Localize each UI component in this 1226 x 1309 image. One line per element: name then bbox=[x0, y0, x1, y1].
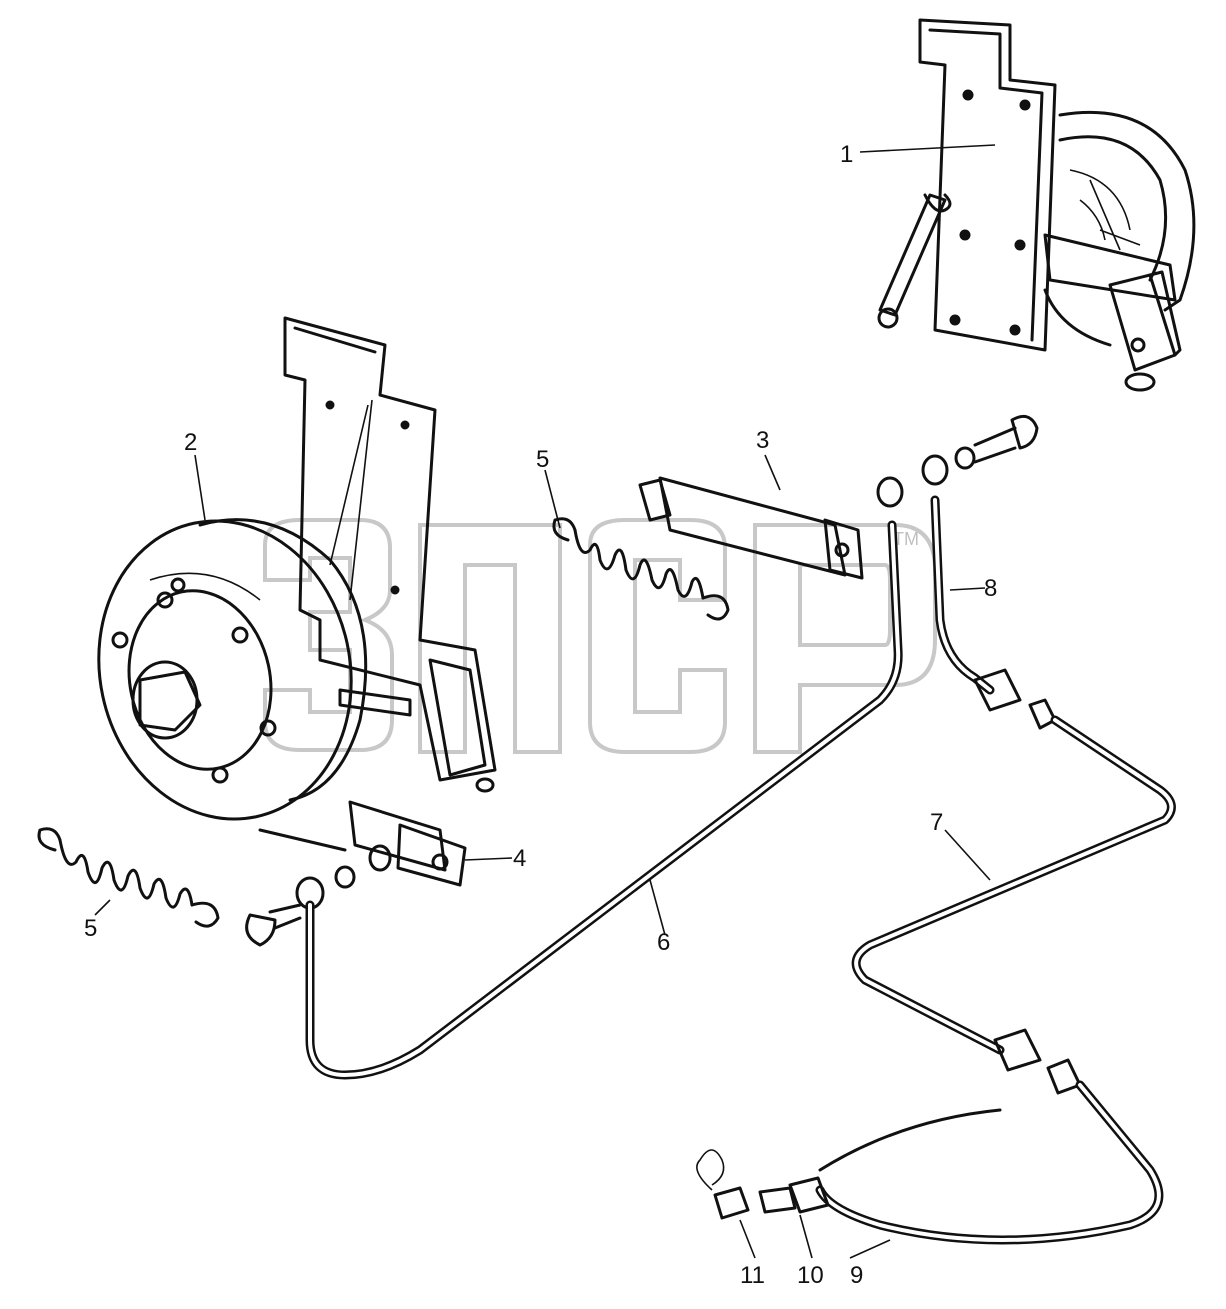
dust-cap-11 bbox=[696, 1149, 750, 1220]
part-labels: 1 2 3 4 5 5 6 7 8 9 10 11 bbox=[84, 141, 997, 1289]
spring-5-upper bbox=[552, 517, 730, 621]
label-part-6: 6 bbox=[657, 929, 670, 956]
bolt-upper-right bbox=[876, 414, 1039, 508]
brake-bracket-assembly-1 bbox=[877, 18, 1196, 392]
label-part-1: 1 bbox=[840, 141, 853, 168]
label-part-5-lower: 5 bbox=[84, 915, 97, 942]
label-part-11: 11 bbox=[740, 1262, 765, 1289]
watermark-mark: ТМ bbox=[893, 529, 919, 549]
brake-hose-6 bbox=[305, 520, 903, 1080]
label-part-8: 8 bbox=[984, 575, 997, 602]
label-part-2: 2 bbox=[184, 429, 197, 456]
brake-hose-9 bbox=[815, 1080, 1164, 1245]
brake-drum-hub-assembly-2 bbox=[97, 316, 497, 821]
label-part-10: 10 bbox=[797, 1262, 824, 1289]
label-part-3: 3 bbox=[756, 427, 769, 454]
label-part-9: 9 bbox=[850, 1262, 863, 1289]
spring-5-lower bbox=[37, 827, 220, 928]
label-part-5-upper: 5 bbox=[536, 446, 549, 473]
leader-lines bbox=[94, 144, 996, 1259]
label-part-4: 4 bbox=[513, 845, 526, 872]
brake-pipe-7 bbox=[851, 698, 1176, 1095]
coupling-10 bbox=[758, 1176, 830, 1214]
label-part-7: 7 bbox=[930, 809, 943, 836]
wheel-cylinder-4 bbox=[258, 800, 467, 889]
brake-hose-8 bbox=[930, 495, 1022, 712]
watermark: ТМ bbox=[263, 518, 937, 754]
brake-cylinder-3 bbox=[638, 476, 864, 580]
